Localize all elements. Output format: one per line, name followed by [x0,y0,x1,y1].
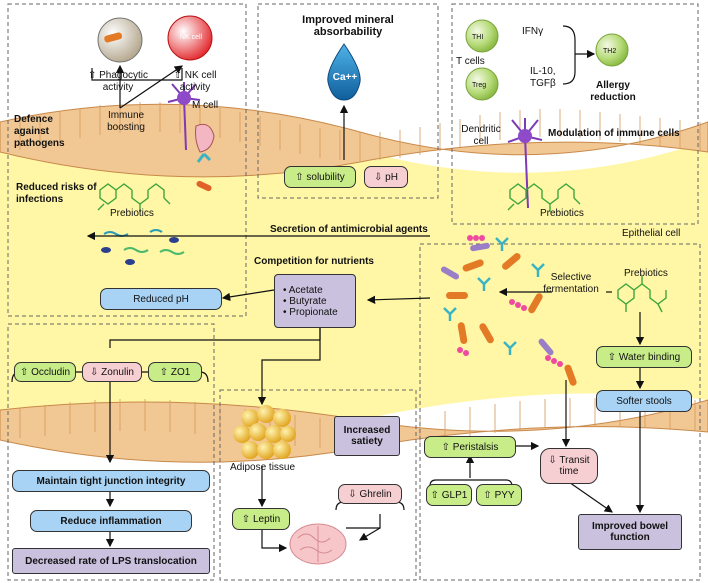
glp1-pill: ⇧ GLP1 [426,484,472,506]
solubility-pill: ⇧ solubility [284,166,356,188]
th2-label: TH2 [603,48,617,55]
th1-label: THI [472,34,484,41]
defence-label: Defence against pathogens [14,114,65,149]
reduce-inflammation-pill: Reduce inflammation [30,510,192,532]
mineral-title: Improved mineral absorbability [302,14,394,38]
tgf-label: TGFβ [530,78,556,89]
zo1-pill: ⇧ ZO1 [148,362,202,382]
allergy-box [451,3,699,225]
nk-cell [167,15,213,61]
immune-boosting-label: Immune boosting [107,110,145,133]
allergy-reduction-label: Allergy reduction [590,80,636,103]
nk-cell-label: NK cell [179,34,203,41]
maintain-tight-junction-pill: Maintain tight junction integrity [12,470,210,492]
lps-translocation-pill: Decreased rate of LPS translocation [12,548,210,574]
m-cell-shape [195,123,215,153]
selective-fermentation-label: Selective fermentation [543,272,599,295]
m-cell-label: M cell [192,100,219,111]
occludin-pill: ⇧ Occludin [14,362,76,382]
softer-stools-pill: Softer stools [596,390,692,412]
prebiotics-right-label: Prebiotics [624,268,668,279]
ph-pill: ⇩ pH [364,166,408,188]
adipose-cluster [233,405,296,459]
increased-satiety-pill: Increased satiety [334,416,400,456]
immune-box [7,3,247,317]
bacteria-mix [440,235,577,386]
brain-icon [289,523,347,565]
dendritic-label: Dendritic cell [461,124,501,147]
prebiotic-cluster-right [507,183,581,212]
adipose-label: Adipose tissue [230,462,296,473]
metabolic-box [219,389,417,581]
zonulin-pill: ⇩ Zonulin [82,362,142,382]
mineral-box [257,3,439,199]
phagocyte-cell [97,17,143,63]
water-binding-pill: ⇧ Water binding [596,346,692,368]
il-label: IL-10, [530,66,556,77]
prebiotic-cluster-far-right [617,276,667,313]
improved-bowel-pill: Improved bowel function [578,514,682,550]
scfa-butyrate: • Butyrate [283,295,327,307]
scfa-acetate: • Acetate [283,284,323,296]
leptin-pill: ⇧ Leptin [232,508,290,530]
treg-label: Treg [472,82,487,89]
ghrelin-pill: ⇩ Ghrelin [338,484,402,504]
competition-label: Competition for nutrients [254,256,374,267]
peristalsis-pill: ⇧ Peristalsis [424,436,516,458]
ifn-label: IFNγ [522,26,544,37]
scfa-propionate: • Propionate [283,306,338,318]
reduced-ph-pill: Reduced pH [100,288,222,310]
transit-time-pill: ⇩ Transit time [540,448,598,484]
modulation-label: Modulation of immune cells [548,128,680,139]
reduced-risks-label: Reduced risks of infections [16,182,97,205]
calcium-drop [327,43,361,101]
prebiotics-left-label: Prebiotics [110,208,154,219]
antimicrobial-label: Secretion of antimicrobial agents [270,224,428,235]
bowel-box [419,243,701,581]
th1-cell [465,19,499,53]
phagocytic-label: ⇧ Phagocytic activity [87,70,149,93]
scfa-box: • Acetate • Butyrate • Propionate [274,274,356,328]
prebiotics-allergy-label: Prebiotics [540,208,584,219]
t-cells-label: T cells [456,56,485,67]
treg-cell [465,67,499,101]
calcium-label: Ca++ [332,72,358,83]
prebiotic-cluster-left [97,183,171,212]
pyy-pill: ⇧ PYY [476,484,522,506]
epithelial-label: Epithelial cell [622,228,681,239]
nk-activity-label: ⇧ NK cell activity [173,70,217,93]
